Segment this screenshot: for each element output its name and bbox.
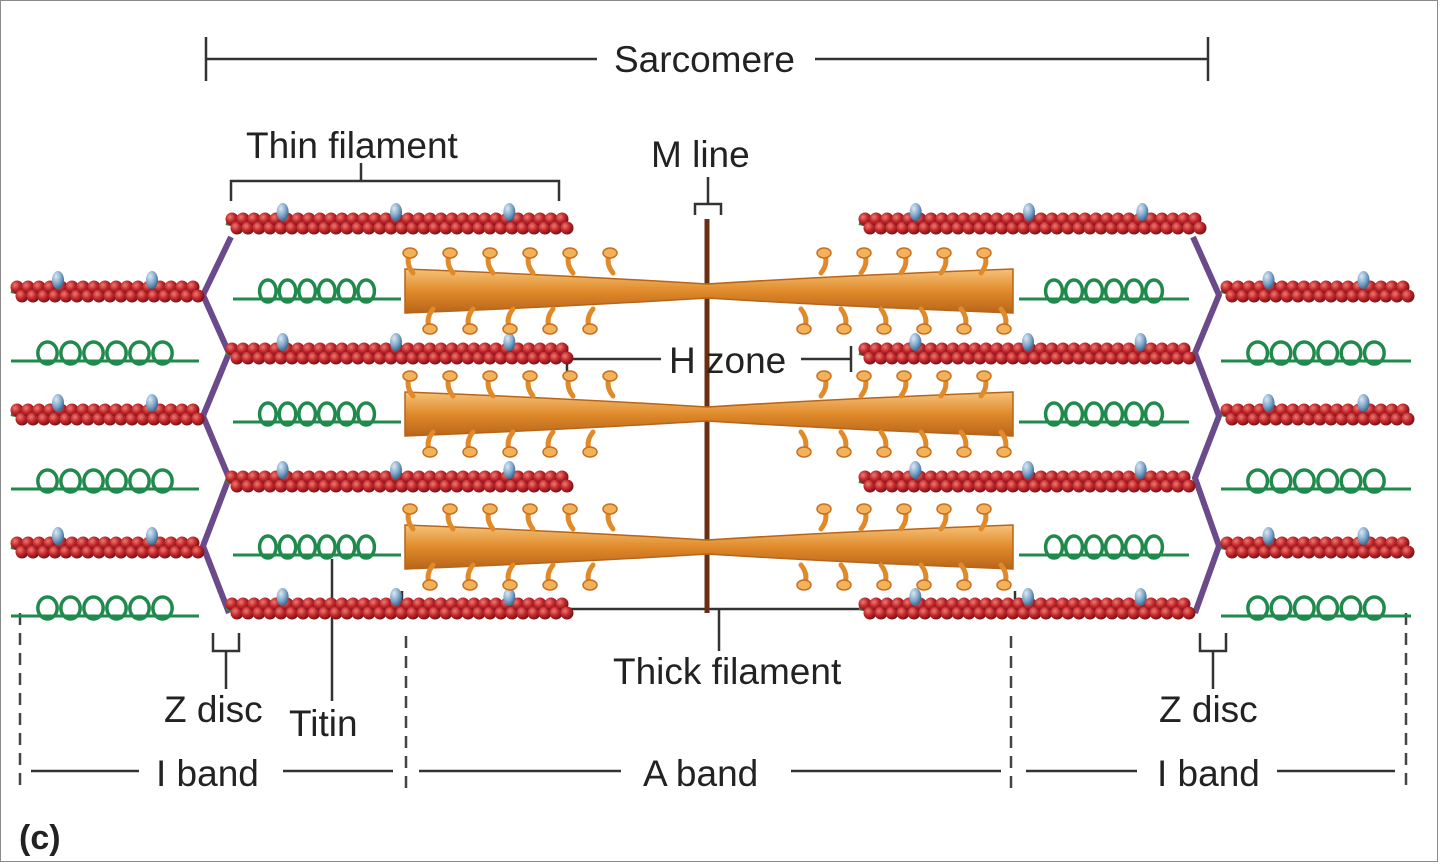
titin-coil bbox=[1221, 468, 1411, 494]
myosin-filament bbox=[402, 247, 1014, 335]
actin-filament bbox=[1220, 394, 1415, 426]
actin-filament bbox=[10, 394, 205, 426]
z-disc-right bbox=[1190, 235, 1222, 615]
actin-filament bbox=[225, 333, 574, 365]
panel-label: (c) bbox=[19, 819, 61, 857]
thin-filaments bbox=[10, 203, 1415, 620]
actin-filament bbox=[858, 203, 1207, 235]
titin-coil bbox=[11, 595, 199, 621]
actin-filament bbox=[858, 461, 1196, 493]
actin-filament bbox=[1220, 271, 1415, 303]
titin-coil bbox=[233, 401, 401, 427]
actin-filament bbox=[225, 461, 574, 493]
actin-filament bbox=[225, 203, 574, 235]
actin-filament bbox=[10, 271, 205, 303]
z-disc-right-label: Z disc bbox=[1159, 689, 1258, 730]
titin-coil bbox=[11, 468, 199, 494]
thin-filament-label: Thin filament bbox=[246, 125, 458, 166]
actin-filament bbox=[225, 588, 574, 620]
actin-filament bbox=[10, 527, 205, 559]
titin-coil bbox=[1019, 401, 1189, 427]
titin-coil bbox=[11, 340, 199, 366]
actin-filament bbox=[858, 588, 1196, 620]
myosin-filament bbox=[402, 503, 1014, 591]
titin-coil bbox=[1019, 278, 1189, 304]
thick-filaments bbox=[402, 247, 1014, 591]
band-dividers bbox=[18, 613, 1408, 791]
titin-label: Titin bbox=[289, 703, 358, 744]
a-band-label: A band bbox=[643, 753, 759, 794]
titin-coil bbox=[233, 278, 401, 304]
titin-coil bbox=[233, 534, 401, 560]
actin-filament bbox=[858, 333, 1196, 365]
z-disc-left bbox=[200, 235, 234, 615]
actin-filament bbox=[1220, 527, 1415, 559]
titin-coil bbox=[1221, 595, 1411, 621]
titin-coil bbox=[1019, 534, 1189, 560]
titin-coils bbox=[11, 278, 1411, 621]
myosin-filament bbox=[402, 370, 1014, 458]
z-disc-left-label: Z disc bbox=[164, 689, 263, 730]
h-zone-label: H zone bbox=[669, 340, 787, 381]
sarcomere-label: Sarcomere bbox=[614, 39, 795, 80]
m-line-label: M line bbox=[651, 134, 750, 175]
titin-coil bbox=[1221, 340, 1411, 366]
thick-filament-label: Thick filament bbox=[613, 651, 842, 692]
i-band-left-label: I band bbox=[156, 753, 259, 794]
i-band-right-label: I band bbox=[1157, 753, 1260, 794]
